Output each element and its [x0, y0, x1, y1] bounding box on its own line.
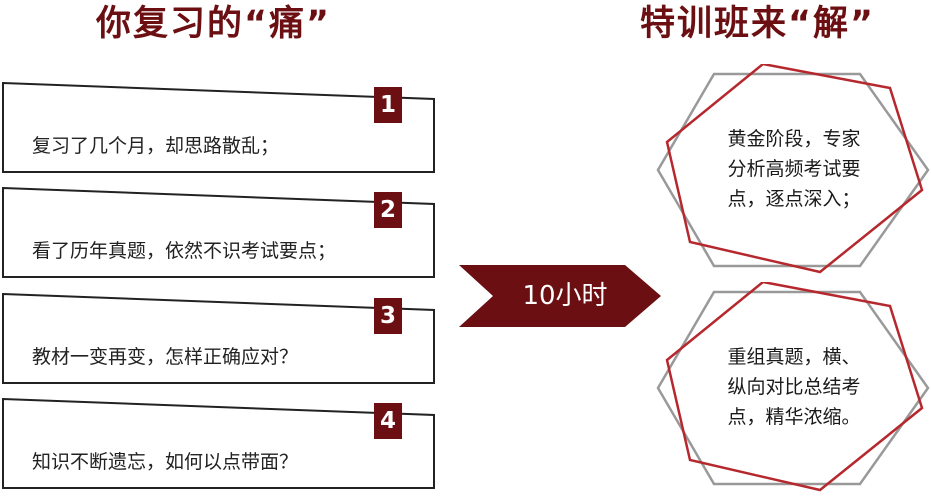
pain-box-frame: [2, 292, 435, 384]
pain-heading: 你复习的“痛”: [96, 4, 332, 44]
solution-2: 重组真题，横、 纵向对比总结考 点，精华浓缩。: [654, 282, 931, 492]
hexagon-frame: [656, 282, 930, 492]
arrow-shape: [459, 265, 661, 327]
hexagon-frame: [656, 64, 930, 274]
pain-point-3: 3 教材一变再变，怎样正确应对？: [2, 292, 435, 384]
solution-text: 黄金阶段，专家 分析高频考试要 点，逐点深入；: [727, 128, 861, 210]
solution-1: 黄金阶段，专家 分析高频考试要 点，逐点深入；: [654, 64, 931, 274]
pain-point-1: 1 复习了几个月，却思路散乱；: [2, 81, 435, 173]
pain-point-2: 2 看了历年真题，依然不识考试要点；: [2, 186, 435, 278]
pain-number-badge: 1: [374, 87, 402, 123]
pain-number-badge: 3: [374, 298, 402, 334]
solution-heading: 特训班来“解”: [640, 4, 876, 44]
pain-number-badge: 2: [374, 192, 402, 228]
pain-text: 复习了几个月，却思路散乱；: [32, 135, 280, 157]
duration-label: 10小时: [522, 281, 608, 311]
pain-box-frame: [2, 397, 435, 489]
pain-point-4: 4 知识不断遗忘，如何以点带面？: [2, 397, 435, 489]
pain-box-frame: [2, 81, 435, 173]
pain-box-frame: [2, 186, 435, 278]
solution-text: 重组真题，横、 纵向对比总结考 点，精华浓缩。: [727, 346, 861, 428]
duration-arrow: 10小时: [459, 265, 661, 327]
pain-text: 教材一变再变，怎样正确应对？: [32, 346, 299, 368]
pain-number-badge: 4: [374, 403, 402, 439]
pain-text: 知识不断遗忘，如何以点带面？: [32, 451, 299, 473]
pain-text: 看了历年真题，依然不识考试要点；: [32, 240, 337, 262]
